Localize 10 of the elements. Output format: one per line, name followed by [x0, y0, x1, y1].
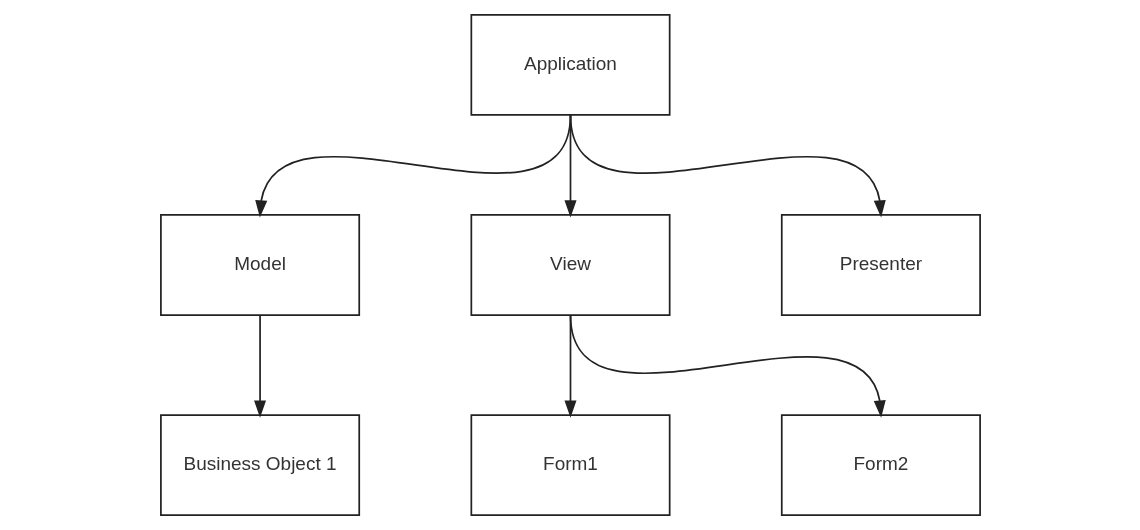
arrow — [569, 314, 886, 418]
node-box: Form1 — [469, 414, 671, 516]
arrow — [253, 314, 266, 418]
node-box: Presenter — [780, 214, 981, 316]
node-box: Application — [469, 14, 671, 116]
node-box: Business Object 1 — [159, 414, 360, 516]
node-box: Form2 — [780, 414, 981, 516]
node-box: View — [469, 214, 671, 316]
arrow — [569, 114, 886, 218]
node-box: Model — [159, 214, 360, 316]
